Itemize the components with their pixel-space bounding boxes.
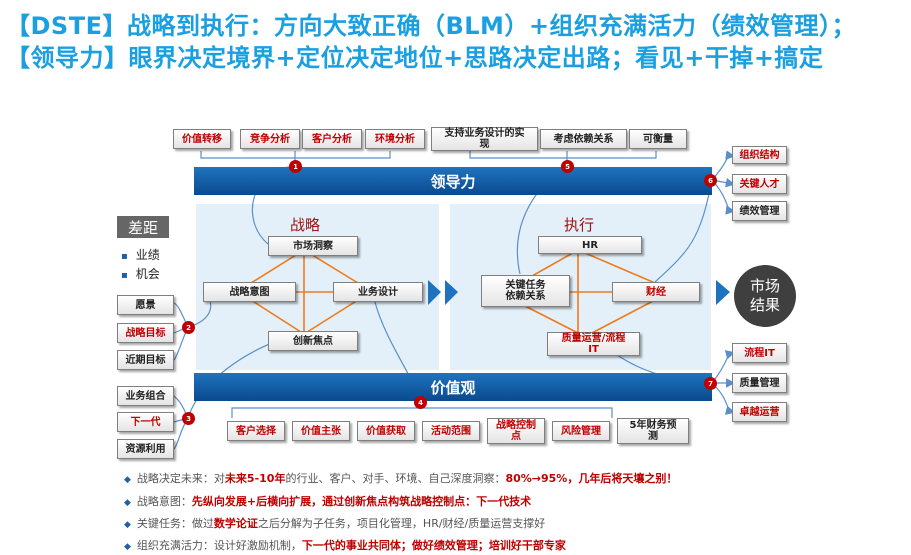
competition-analysis-box: 竞争分析 (240, 129, 300, 149)
innovation-focus-box: 创新焦点 (268, 331, 358, 351)
market-result-circle: 市场结果 (734, 265, 796, 327)
title-line-2: 【领导力】眼界决定境界+定位决定地位+思路决定出路；看见+干掉+搞定 (6, 44, 824, 72)
bullet-1: ◆ 战略意图：先纵向发展+后横向扩展，通过创新焦点构筑战略控制点：下一代技术 (124, 493, 531, 509)
value-transfer-box: 价值转移 (173, 129, 231, 149)
bullet-segment: 战略意图： (136, 495, 192, 508)
near-term-goal-box: 近期目标 (117, 350, 174, 370)
badge-3: 3 (182, 412, 195, 425)
bullet-segment: 80%→95%，几年后将天壤之别！ (505, 472, 678, 485)
dependency-box: 考虑依赖关系 (540, 129, 627, 149)
bullet-segment: 关键任务：做过 (136, 517, 214, 530)
strategic-goal-box: 战略目标 (117, 323, 174, 343)
strategy-label: 战略 (290, 216, 321, 234)
badge-7: 7 (704, 377, 717, 390)
execution-label: 执行 (564, 216, 595, 234)
badge-5: 5 (561, 160, 574, 173)
org-structure-box: 组织结构 (732, 146, 787, 164)
badge-6: 6 (704, 174, 717, 187)
activity-scope-box: 活动范围 (422, 421, 480, 441)
business-design-box: 业务设计 (333, 282, 423, 302)
support-design-box: 支持业务设计的实 现 (431, 127, 538, 151)
key-tasks-box: 关键任务 依赖关系 (481, 275, 570, 307)
hr-box: HR (538, 236, 642, 254)
risk-management-box: 风险管理 (552, 421, 610, 441)
bullet-0: ◆ 战略决定未来：对未来5-10年的行业、客户、对手、环境、自己深度洞察：80%→… (124, 470, 677, 486)
chevron-arrow-center (445, 280, 458, 305)
bullet-diamond-icon: ◆ (124, 475, 131, 485)
badge-4: 4 (414, 396, 427, 409)
bullet-segment: 数学论证 (213, 517, 258, 530)
vision-box: 愿景 (117, 295, 174, 315)
bullet-segment: 之后分解为子任务，项目化管理，HR/财经/质量运营支撑好 (257, 517, 546, 530)
bullet-diamond-icon: ◆ (124, 520, 131, 530)
process-it-box: 流程IT (732, 343, 787, 363)
environment-analysis-box: 环境分析 (365, 129, 425, 149)
value-capture-box: 价值获取 (357, 421, 415, 441)
quality-ops-box: 质量运营/流程 IT (547, 332, 640, 356)
bullet-3: ◆ 组织充满活力：设计好激励机制，下一代的事业共同体；做好绩效管理；培训好干部专家 (124, 537, 566, 553)
market-insight-box: 市场洞察 (268, 236, 358, 256)
title-line-1: 【DSTE】战略到执行：方向大致正确（BLM）+组织充满活力（绩效管理）； (6, 12, 857, 40)
gap-item-performance: ▪业绩 (121, 248, 160, 262)
business-portfolio-box: 业务组合 (117, 386, 174, 406)
value-proposition-box: 价值主张 (292, 421, 350, 441)
bullet-segment: 组织充满活力：设计好激励机制， (136, 539, 302, 552)
finance-box: 财经 (612, 282, 700, 302)
bullet-segment: 的行业、客户、对手、环境、自己深度洞察： (285, 472, 506, 485)
resource-utilization-box: 资源利用 (117, 439, 174, 459)
customer-analysis-box: 客户分析 (302, 129, 362, 149)
bullet-diamond-icon: ◆ (124, 498, 131, 508)
bullet-2: ◆ 关键任务：做过数学论证之后分解为子任务，项目化管理，HR/财经/质量运营支撑好 (124, 515, 545, 531)
bullet-segment: 下一代的事业共同体；做好绩效管理；培训好干部专家 (301, 539, 566, 552)
next-generation-box: 下一代 (117, 412, 174, 432)
bullet-segment: 未来5-10年 (224, 472, 286, 485)
operational-excellence-box: 卓越运营 (732, 402, 787, 422)
bullet-segment: 战略决定未来：对 (136, 472, 225, 485)
badge-1: 1 (289, 160, 302, 173)
five-year-forecast-box: 5年财务预 测 (617, 418, 689, 444)
bullet-segment: 先纵向发展+后横向扩展，通过创新焦点构筑战略控制点：下一代技术 (191, 495, 532, 508)
strategic-intent-box: 战略意图 (203, 282, 296, 302)
measurable-box: 可衡量 (629, 129, 687, 149)
leadership-band: 领导力 (194, 167, 712, 195)
quality-mgmt-box: 质量管理 (732, 373, 787, 393)
customer-selection-box: 客户选择 (227, 421, 285, 441)
performance-mgmt-box: 绩效管理 (732, 201, 787, 221)
chevron-arrow-right (716, 280, 730, 305)
bullet-diamond-icon: ◆ (124, 542, 131, 552)
key-talent-box: 关键人才 (732, 174, 787, 194)
values-band: 价值观 (194, 373, 712, 401)
strategic-control-box: 战略控制 点 (487, 418, 545, 444)
gap-title: 差距 (117, 216, 169, 238)
badge-2: 2 (182, 321, 195, 334)
gap-item-opportunity: ▪机会 (121, 267, 160, 281)
